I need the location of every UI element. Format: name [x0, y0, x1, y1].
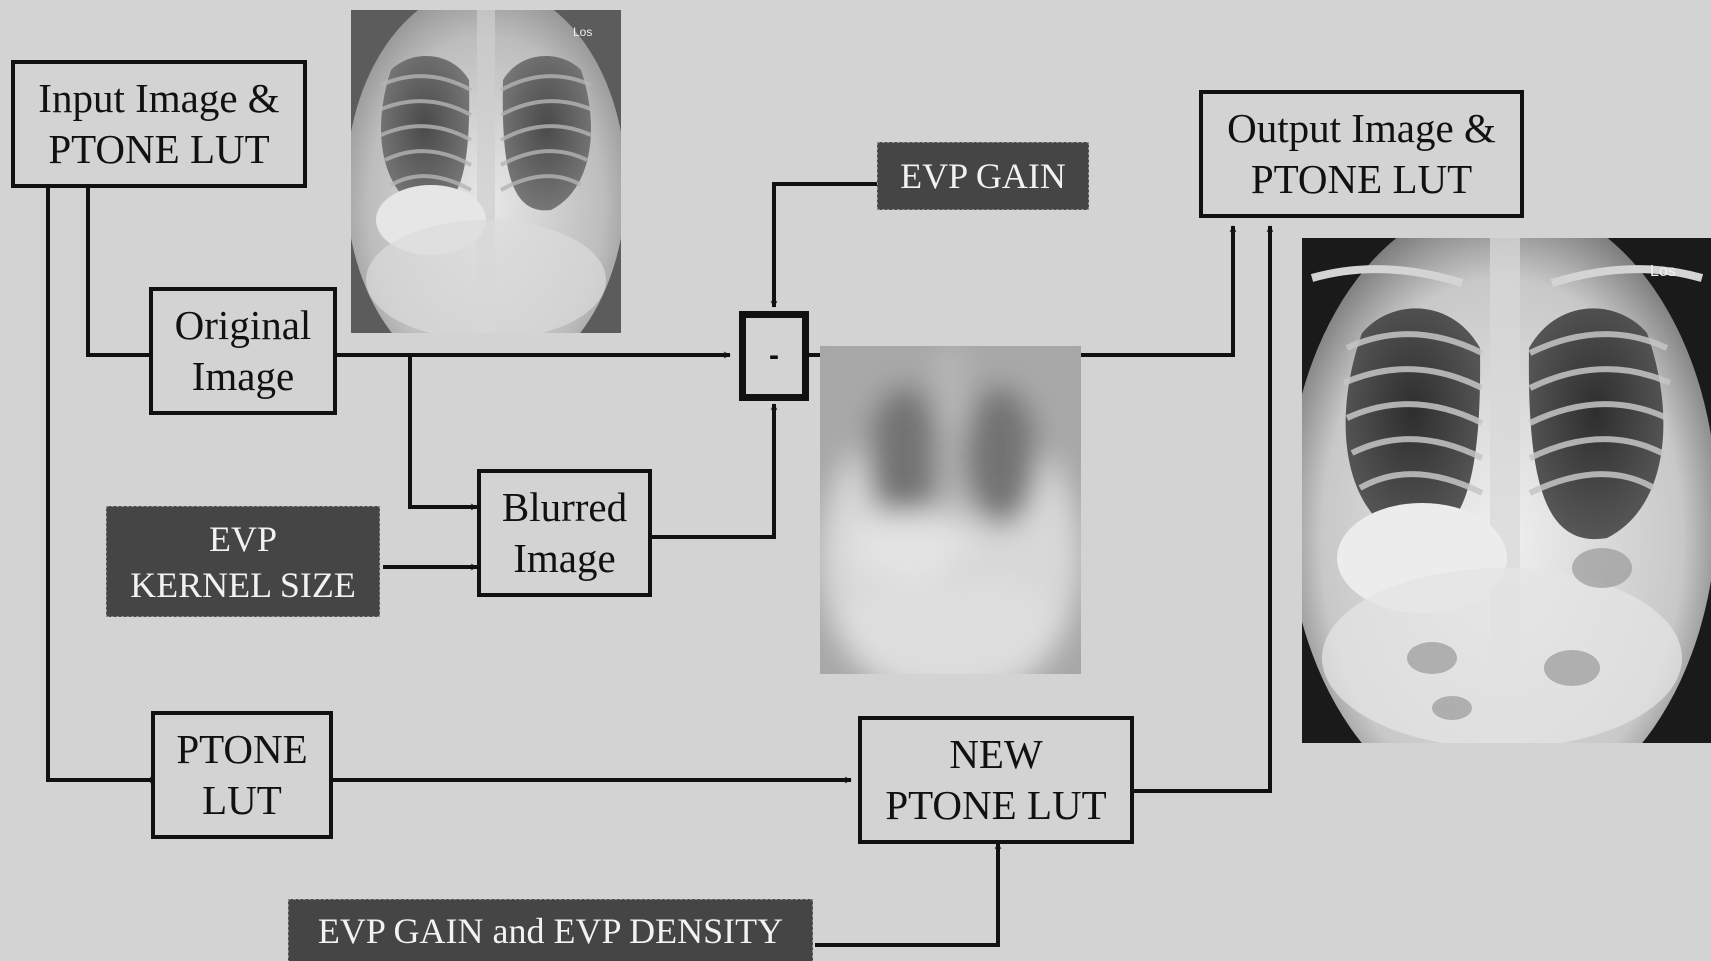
ptone-lut-box: PTONE LUT: [151, 711, 333, 839]
original-image-label-line1: Original: [175, 300, 312, 351]
subtract-symbol: -: [769, 339, 779, 373]
arrow-input-to-ptone: [48, 188, 156, 780]
evp-gain-density-label: EVP GAIN and EVP DENSITY: [318, 908, 783, 954]
input-image-box: Input Image & PTONE LUT: [11, 60, 307, 188]
new-ptone-lut-label-line2: PTONE LUT: [885, 780, 1106, 831]
evp-gain-density-param: EVP GAIN and EVP DENSITY: [288, 899, 813, 961]
input-image-label-line1: Input Image &: [38, 73, 279, 124]
blurred-image-label-line2: Image: [513, 533, 615, 584]
new-ptone-lut-box: NEW PTONE LUT: [858, 716, 1134, 844]
arrow-gain-density-to-new-ptone: [815, 843, 998, 945]
output-image-box: Output Image & PTONE LUT: [1199, 90, 1524, 218]
output-image-label-line1: Output Image &: [1227, 103, 1496, 154]
blurred-image-box: Blurred Image: [477, 469, 652, 597]
arrow-input-to-original: [88, 188, 156, 355]
xray-marker-label: Los: [1650, 263, 1676, 280]
xray-marker-label: Los: [573, 25, 592, 39]
blurred-image-label-line1: Blurred: [502, 482, 627, 533]
evp-gain-label: EVP GAIN: [900, 153, 1066, 199]
original-xray-image: Los: [351, 10, 621, 333]
input-image-label-line2: PTONE LUT: [48, 124, 269, 175]
arrow-gain-to-subtract: [774, 184, 877, 307]
arrow-original-to-blurred: [410, 355, 477, 507]
output-image-label-line2: PTONE LUT: [1251, 154, 1472, 205]
arrow-blurred-to-subtract: [650, 404, 774, 537]
ptone-lut-label-line2: LUT: [202, 775, 282, 826]
new-ptone-lut-label-line1: NEW: [949, 729, 1042, 780]
ptone-lut-label-line1: PTONE: [176, 724, 307, 775]
evp-kernel-size-param: EVP KERNEL SIZE: [106, 506, 380, 617]
evp-kernel-label-line2: KERNEL SIZE: [130, 562, 356, 608]
arrow-new-ptone-to-output: [1132, 226, 1270, 791]
original-image-label-line2: Image: [192, 351, 294, 402]
arrow-subtract-to-output: [808, 226, 1233, 355]
subtract-operator: -: [739, 311, 809, 401]
blurred-xray-image: [820, 346, 1081, 674]
output-xray-image: Los: [1302, 238, 1711, 743]
evp-gain-param: EVP GAIN: [877, 142, 1089, 210]
evp-kernel-label-line1: EVP: [209, 516, 277, 562]
original-image-box: Original Image: [149, 287, 337, 415]
